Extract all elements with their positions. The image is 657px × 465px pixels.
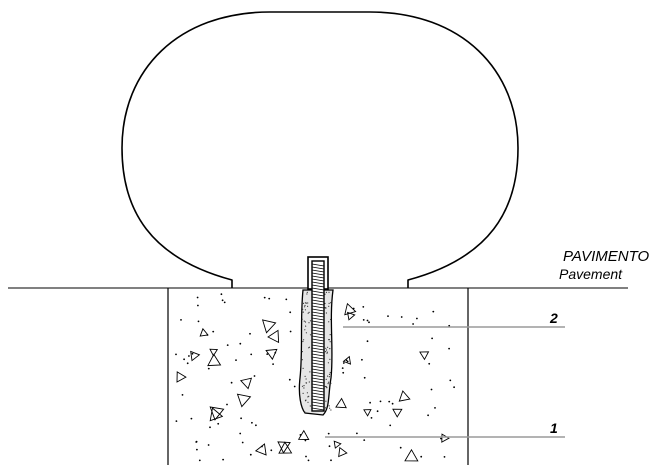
concrete-aggregate-triangles [176,302,450,462]
threaded-anchor-rod [307,256,329,412]
callout-number-2: 2 [549,310,558,326]
surface-label-it: PAVIMENTO [563,248,649,265]
concrete-foundation [167,288,469,465]
grout-texture [301,291,332,413]
surface-label-en: Pavement [559,266,623,282]
callout-number-1: 1 [550,420,558,436]
rod-thread [311,263,325,411]
bollard-head [121,11,519,288]
